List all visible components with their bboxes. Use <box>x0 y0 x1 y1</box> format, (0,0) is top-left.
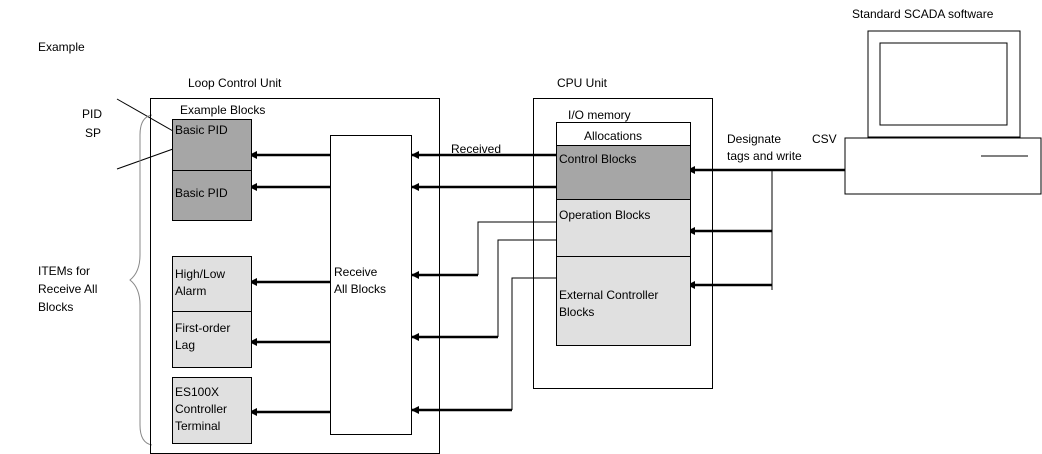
basic-pid-block-1: Basic PID <box>172 119 252 171</box>
computer-monitor-icon <box>844 30 1042 195</box>
block-label: ES100X Controller Terminal <box>175 385 228 433</box>
basic-pid-block-2: Basic PID <box>172 170 252 221</box>
block-label: Basic PID <box>175 186 228 200</box>
received-label: Received <box>451 142 502 156</box>
receive-all-blocks-label: Receive All Blocks <box>334 265 387 296</box>
csv-label: CSV <box>812 132 837 146</box>
block-label: High/Low Alarm <box>175 267 226 298</box>
external-controller-blocks-memory: External Controller Blocks <box>556 256 691 346</box>
pid-label: PID <box>82 107 103 121</box>
high-low-alarm-block: High/Low Alarm <box>172 256 252 312</box>
block-label: Operation Blocks <box>559 208 651 222</box>
loop-control-unit-label: Loop Control Unit <box>188 76 282 90</box>
es100x-controller-terminal-block: ES100X Controller Terminal <box>172 377 252 444</box>
first-order-lag-block: First-order Lag <box>172 311 252 368</box>
example-blocks-label: Example Blocks <box>180 103 266 117</box>
tags-and-write-label: tags and write <box>727 149 802 163</box>
pid-input-line <box>116 98 174 132</box>
receive-all-blocks-box: Receive All Blocks <box>330 135 412 435</box>
control-blocks-memory: Control Blocks <box>556 145 691 200</box>
example-label: Example <box>38 40 85 54</box>
operation-blocks-memory: Operation Blocks <box>556 199 691 257</box>
block-label: External Controller Blocks <box>559 288 659 319</box>
cpu-unit-box <box>533 98 713 389</box>
block-label: First-order Lag <box>175 321 231 352</box>
cpu-unit-label: CPU Unit <box>557 76 608 90</box>
io-memory-label: I/O memory <box>568 108 631 122</box>
scada-label: Standard SCADA software <box>852 7 994 21</box>
sp-label: SP <box>85 126 102 140</box>
brace-icon <box>129 114 153 446</box>
designate-label: Designate <box>727 132 782 146</box>
sp-input-line <box>116 148 174 170</box>
block-label: Basic PID <box>175 123 228 137</box>
allocations-label: Allocations <box>584 129 643 143</box>
items-for-receive-all-label: ITEMs for Receive All Blocks <box>38 264 98 314</box>
block-label: Control Blocks <box>559 152 637 166</box>
